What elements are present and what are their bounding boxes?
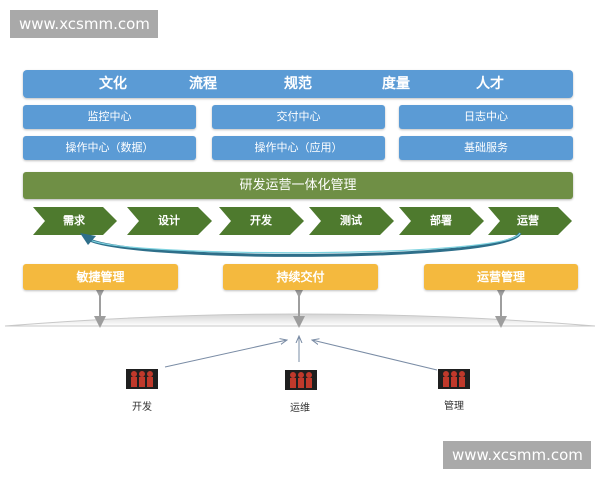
watermark-top: www.xcsmm.com	[10, 10, 158, 38]
stage-label-operate: 运营	[517, 214, 539, 227]
people-icon-ops	[285, 370, 317, 390]
stage-label-develop: 开发	[250, 214, 272, 227]
stage-label-requirement: 需求	[63, 214, 85, 227]
stage-chevron-design	[127, 207, 212, 235]
people-icon-dev	[126, 369, 158, 389]
stage-label-test: 测试	[340, 214, 362, 227]
feedback-loop-arrow	[85, 232, 522, 257]
platform-bar: 研发运营一体化管理	[23, 172, 573, 199]
stage-label-deploy: 部署	[430, 214, 452, 227]
stage-chevron-test	[309, 207, 394, 235]
watermark-bottom: www.xcsmm.com	[443, 441, 591, 469]
operation-center-app-box: 操作中心（应用）	[212, 136, 385, 160]
delivery-center-box: 交付中心	[212, 105, 385, 129]
monitoring-center-box: 监控中心	[23, 105, 196, 129]
culture-item-talent: 人才	[476, 76, 504, 92]
culture-item-standard: 规范	[284, 76, 312, 92]
stage-chevron-requirement	[33, 207, 117, 235]
stage-chevron-operate	[488, 207, 572, 235]
role-label-dev: 开发	[132, 402, 152, 413]
culture-item-metrics: 度量	[382, 76, 410, 92]
stage-chevron-deploy	[399, 207, 484, 235]
continuous-delivery-box: 持续交付	[223, 264, 378, 290]
people-icon-mgmt	[438, 369, 470, 389]
culture-item-culture: 文化	[99, 76, 127, 92]
operation-center-data-box: 操作中心（数据）	[23, 136, 196, 160]
feedback-arrow-head	[80, 233, 96, 245]
stage-chevron-develop	[219, 207, 304, 235]
culture-bar: 文化 流程 规范 度量 人才	[23, 70, 573, 98]
culture-item-process: 流程	[189, 76, 217, 92]
role-label-ops: 运维	[290, 403, 310, 414]
role-arrow-mgmt	[312, 340, 438, 371]
role-arrow-dev	[164, 340, 287, 368]
basic-services-box: 基础服务	[399, 136, 573, 160]
stage-label-design: 设计	[158, 214, 180, 227]
operations-management-box: 运营管理	[424, 264, 578, 290]
role-label-mgmt: 管理	[444, 401, 464, 412]
agile-management-box: 敏捷管理	[23, 264, 178, 290]
log-center-box: 日志中心	[399, 105, 573, 129]
